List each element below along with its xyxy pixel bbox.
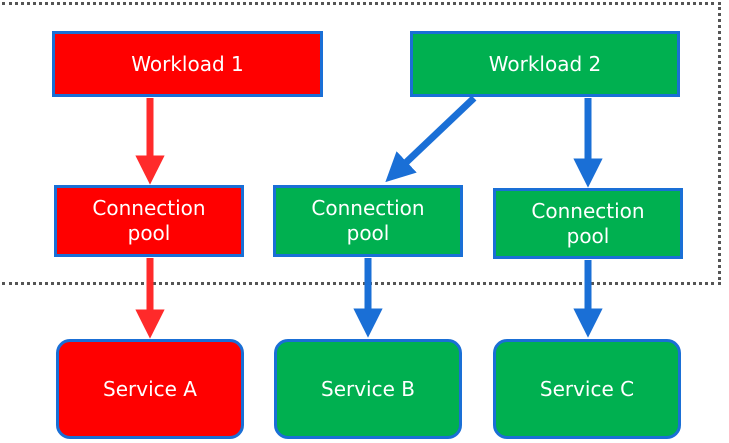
service-a-box: Service A	[56, 339, 244, 439]
workload-2-box: Workload 2	[410, 31, 680, 97]
workload-1-label: Workload 1	[131, 51, 244, 76]
connection-pool-1-box: Connection pool	[54, 185, 244, 257]
service-b-box: Service B	[274, 339, 462, 439]
service-a-label: Service A	[103, 376, 197, 401]
service-b-label: Service B	[321, 376, 415, 401]
connection-pool-2-box: Connection pool	[273, 185, 463, 257]
workload-boundary	[2, 2, 721, 285]
service-c-box: Service C	[493, 339, 681, 439]
workload-2-label: Workload 2	[488, 51, 602, 76]
connection-pool-1-label: Connection pool	[92, 196, 206, 245]
connection-pool-3-box: Connection pool	[493, 188, 683, 259]
arrow-workload2-to-pool2	[385, 95, 477, 183]
workload-1-box: Workload 1	[52, 31, 323, 97]
connection-pool-3-label: Connection pool	[531, 198, 645, 248]
connection-pool-2-label: Connection pool	[311, 196, 425, 245]
service-c-label: Service C	[539, 376, 635, 401]
